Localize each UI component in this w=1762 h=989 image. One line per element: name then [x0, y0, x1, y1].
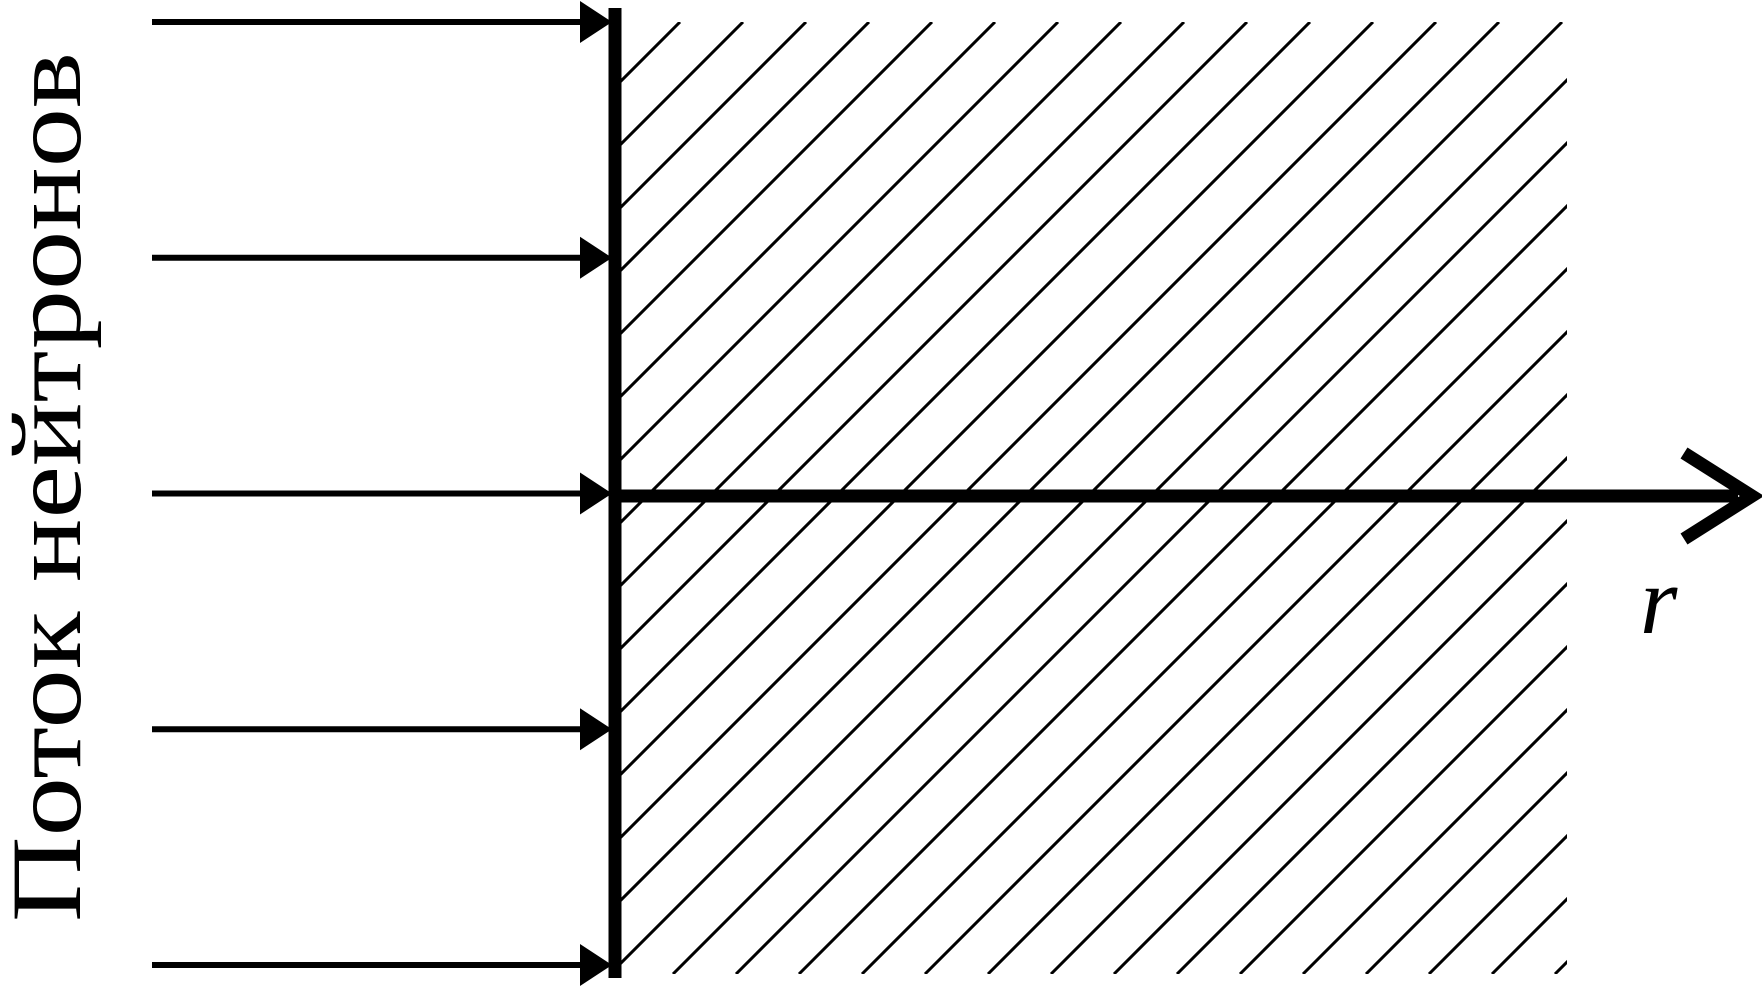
neutron-arrow-head	[580, 708, 612, 751]
hatch-line	[617, 22, 871, 277]
hatch-line	[1175, 581, 1567, 974]
incident-neutron-arrows	[152, 1, 612, 986]
hatch-line	[617, 22, 682, 88]
neutron-arrow	[152, 944, 612, 986]
hatch-line	[617, 22, 808, 214]
neutron-arrow-head	[580, 944, 612, 986]
r-axis-arrowhead	[1680, 447, 1762, 545]
hatch-line	[1112, 518, 1567, 974]
hatch-line	[1238, 644, 1567, 974]
hatch-line	[617, 22, 934, 340]
neutron-arrow-head	[580, 1, 612, 43]
neutron-arrow-head	[580, 472, 612, 515]
r-axis-label: r	[1640, 547, 1678, 654]
neutron-arrow	[152, 708, 612, 751]
hatch-line	[617, 22, 997, 403]
hatch-line	[1364, 770, 1567, 974]
hatch-line	[617, 22, 1060, 466]
neutron-arrow	[152, 472, 612, 515]
hatch-line	[1301, 707, 1567, 974]
neutron-arrow	[152, 1, 612, 43]
neutron-arrow	[152, 236, 612, 279]
neutron-flux-label: Поток нейтронов	[0, 52, 102, 922]
neutron-arrow-head	[580, 236, 612, 279]
